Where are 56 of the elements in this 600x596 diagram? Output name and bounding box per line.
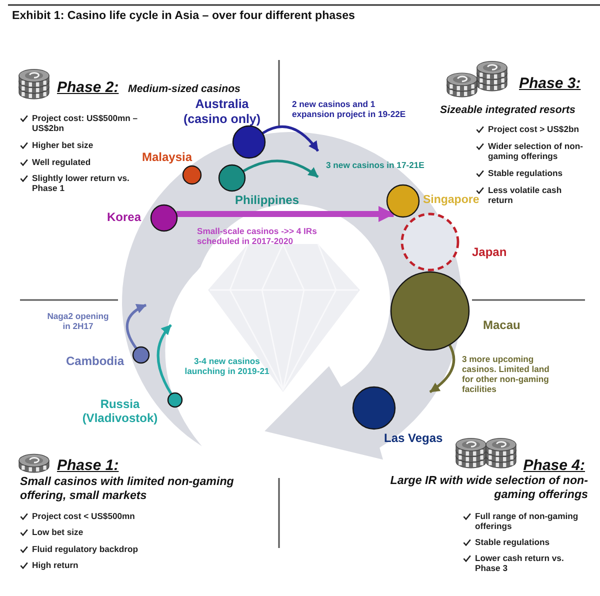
curved-arrow (429, 344, 456, 394)
bullet-text: Stable regulations (488, 168, 562, 178)
bullet-text: Project cost < US$500mn (32, 511, 135, 522)
curved-arrow (156, 324, 172, 395)
curved-arrow (262, 125, 320, 152)
country-circle (132, 346, 150, 364)
edge-label: 2 new casinos and 1 expansion project in 19-22E (292, 99, 407, 120)
country-name: Russia (Vladivostok) (81, 397, 159, 426)
country-name: Macau (483, 318, 520, 332)
country-name: Philippines (235, 193, 300, 208)
country-circle (150, 204, 178, 232)
bullet-text: Lower cash return vs. Phase 3 (475, 553, 565, 574)
country-circle (386, 184, 420, 218)
country-circle (390, 271, 470, 351)
phase-heading: Phase 4: (523, 457, 585, 475)
bullet-text: High return (32, 560, 78, 570)
bullet-text: Fluid regulatory backdrop (32, 544, 138, 554)
bullet-text: Higher bet size (32, 140, 94, 150)
bullet-text: Less volatile cash return (488, 185, 563, 206)
country-name: Cambodia (66, 354, 124, 368)
curved-arrow (242, 160, 319, 178)
country-circle (218, 164, 246, 192)
curved-arrow (126, 304, 147, 350)
arrow (176, 206, 394, 222)
country-name: Japan (472, 245, 507, 260)
phase-subtitle: Small casinos with limited non-gaming offering, small markets (20, 475, 235, 502)
country-circle (167, 392, 183, 408)
edge-label: Naga2 opening in 2H17 (46, 311, 110, 332)
edge-label: 3 new casinos in 17-21E (326, 160, 424, 170)
country-circle (401, 213, 459, 271)
phase-subtitle: Medium-sized casinos (128, 83, 240, 96)
phase-heading: Phase 3: (519, 75, 581, 93)
title: Exhibit 1: Casino life cycle in Asia – over four different phases (12, 9, 355, 23)
country-name: Singapore (423, 194, 480, 208)
bullet-text: Stable regulations (475, 537, 550, 548)
bullet-text: Low bet size (32, 527, 84, 538)
bullet-text: Wider selection of non-gaming offerings (488, 141, 584, 162)
bullet-text: Project cost > US$2bn (488, 124, 579, 134)
edge-label: 3-4 new casinos launching in 2019-21 (184, 356, 270, 376)
bullet-text: Full range of non-gaming offerings (475, 511, 580, 532)
country-name: Las Vegas (384, 431, 443, 446)
country-name: Malaysia (142, 150, 192, 164)
phase-heading: Phase 1: (57, 457, 119, 475)
bullet-text: Well regulated (32, 157, 91, 168)
phase-heading: Phase 2: (57, 79, 119, 97)
country-circle (182, 165, 202, 185)
country-name: Australia (casino only) (182, 97, 262, 126)
edge-label: Small-scale casinos ->> 4 IRs scheduled in 2017-2020 (197, 226, 318, 246)
edge-label: 3 more upcoming casinos. Limited land for other non-gaming facilities (462, 354, 550, 395)
country-name: Korea (107, 210, 142, 224)
country-circle (232, 125, 266, 159)
bullet-text: Project cost: US$500mn – US$2bn (32, 113, 139, 134)
country-circle (352, 386, 396, 430)
phase-subtitle: Sizeable integrated resorts (440, 104, 576, 116)
phase-subtitle: Large IR with wide selection of non-gaming offerings (389, 474, 588, 502)
bullet-text: Slightly lower return vs. Phase 1 (32, 173, 130, 194)
